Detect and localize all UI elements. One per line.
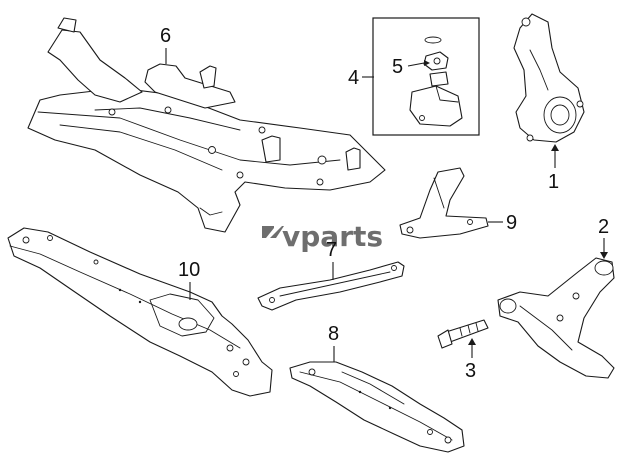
callout-3-arrowhead	[468, 338, 476, 345]
vparts-logo-mark	[262, 226, 284, 238]
callout-2-label: 2	[598, 216, 609, 238]
callout-1-label: 1	[548, 171, 559, 193]
front-crossmember	[27, 17, 386, 233]
callout-7-label: 7	[326, 239, 337, 261]
stay-bar	[257, 261, 405, 311]
ball-joint-kit-box	[372, 17, 480, 136]
underbody-brace	[7, 227, 273, 397]
callout-5-arrowhead	[424, 60, 430, 66]
bracket	[399, 167, 489, 239]
vparts-logo-text: vparts	[282, 220, 383, 253]
callout-5-leader	[407, 62, 425, 67]
lower-control-arm	[497, 257, 615, 379]
callout-10-label: 10	[178, 259, 200, 281]
callout-2-arrowhead	[600, 252, 608, 259]
callout-5-label: 5	[392, 56, 403, 78]
callout-6-label: 6	[160, 25, 171, 47]
brace-plate	[289, 361, 465, 453]
bolt	[437, 319, 489, 349]
callout-9-label: 9	[506, 212, 517, 234]
steering-knuckle	[513, 13, 585, 143]
callout-8-label: 8	[328, 323, 339, 345]
callout-1-arrowhead	[551, 144, 559, 151]
callout-4-label: 4	[348, 67, 359, 89]
vparts-logo: vparts	[262, 220, 383, 253]
callout-3-label: 3	[465, 360, 476, 382]
